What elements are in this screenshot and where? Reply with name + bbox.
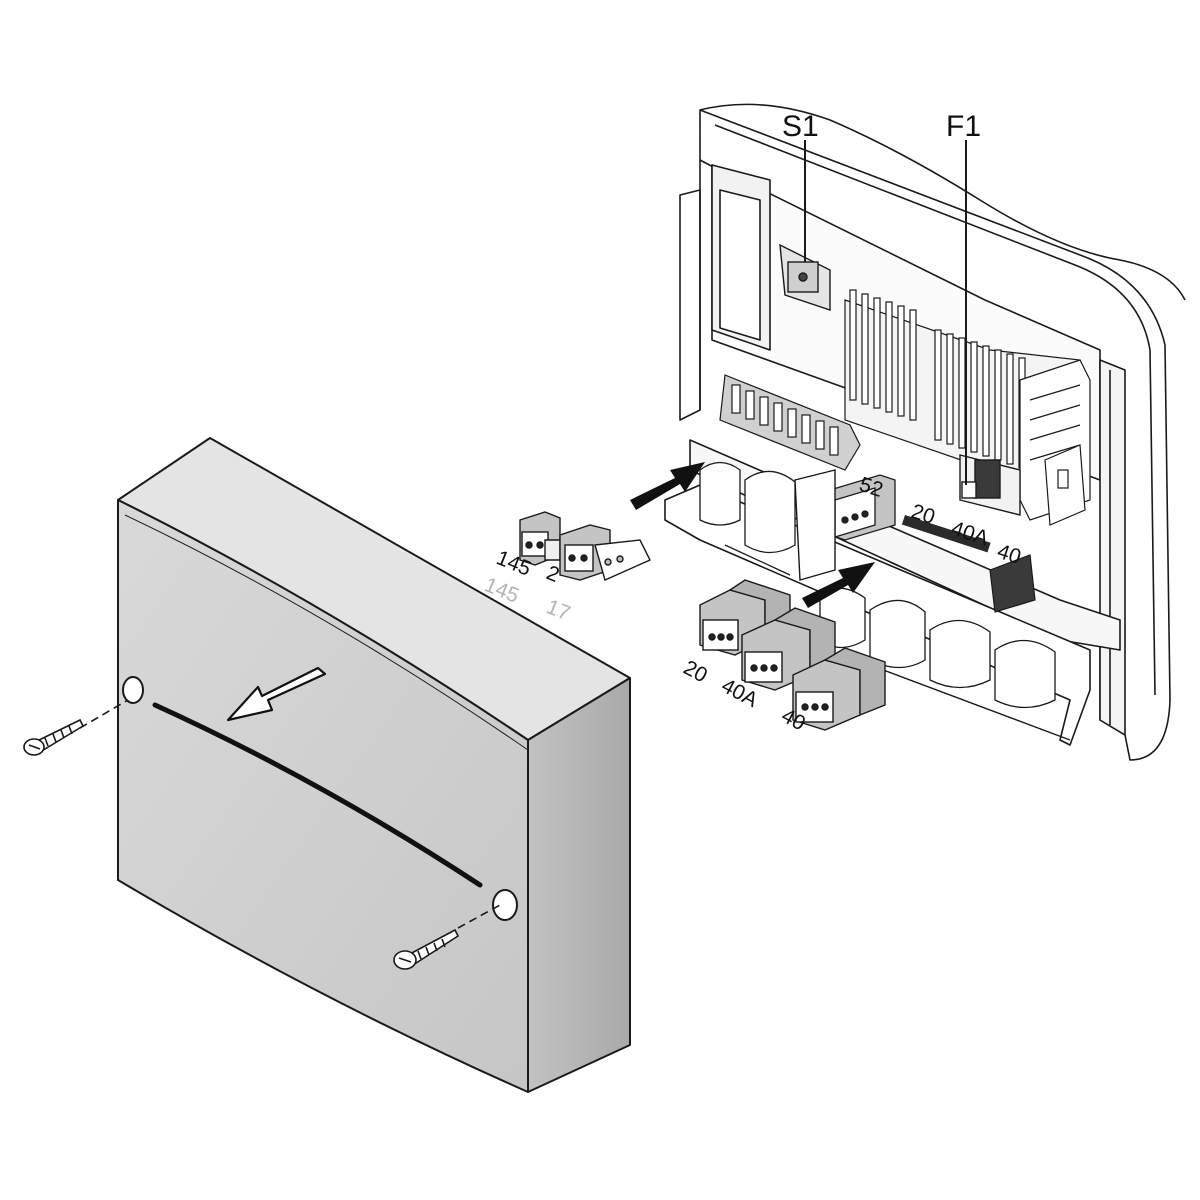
insert-arrow-upper: [630, 462, 705, 510]
board-socket-40: [989, 554, 1036, 613]
cable-clamps: [699, 461, 1071, 741]
front-cover: [117, 437, 631, 1093]
s1-switch: [779, 140, 831, 311]
cover-removal-arrow: [226, 666, 327, 722]
connector-40: [792, 647, 886, 731]
f1-fuse: [959, 140, 1021, 516]
connector-40A: [741, 607, 836, 691]
insert-arrow-lower: [802, 562, 875, 608]
plug-145: [519, 511, 561, 566]
label-s1: S1: [782, 110, 819, 143]
screw-right: [393, 904, 501, 970]
board-pin-row: [901, 515, 991, 553]
terminal-strip: [719, 374, 861, 471]
socket-guard: [794, 469, 836, 581]
label-f1: F1: [946, 110, 981, 143]
screw-left: [23, 699, 129, 756]
label-connector-20: 20: [680, 656, 711, 687]
cover-screw-holes: [122, 676, 518, 921]
plug-2: [559, 524, 651, 581]
label-board-40a: 40A: [948, 517, 991, 550]
label-plug-17: 17: [543, 595, 573, 625]
cover-groove: [152, 702, 483, 888]
board-socket-52: [829, 474, 896, 541]
